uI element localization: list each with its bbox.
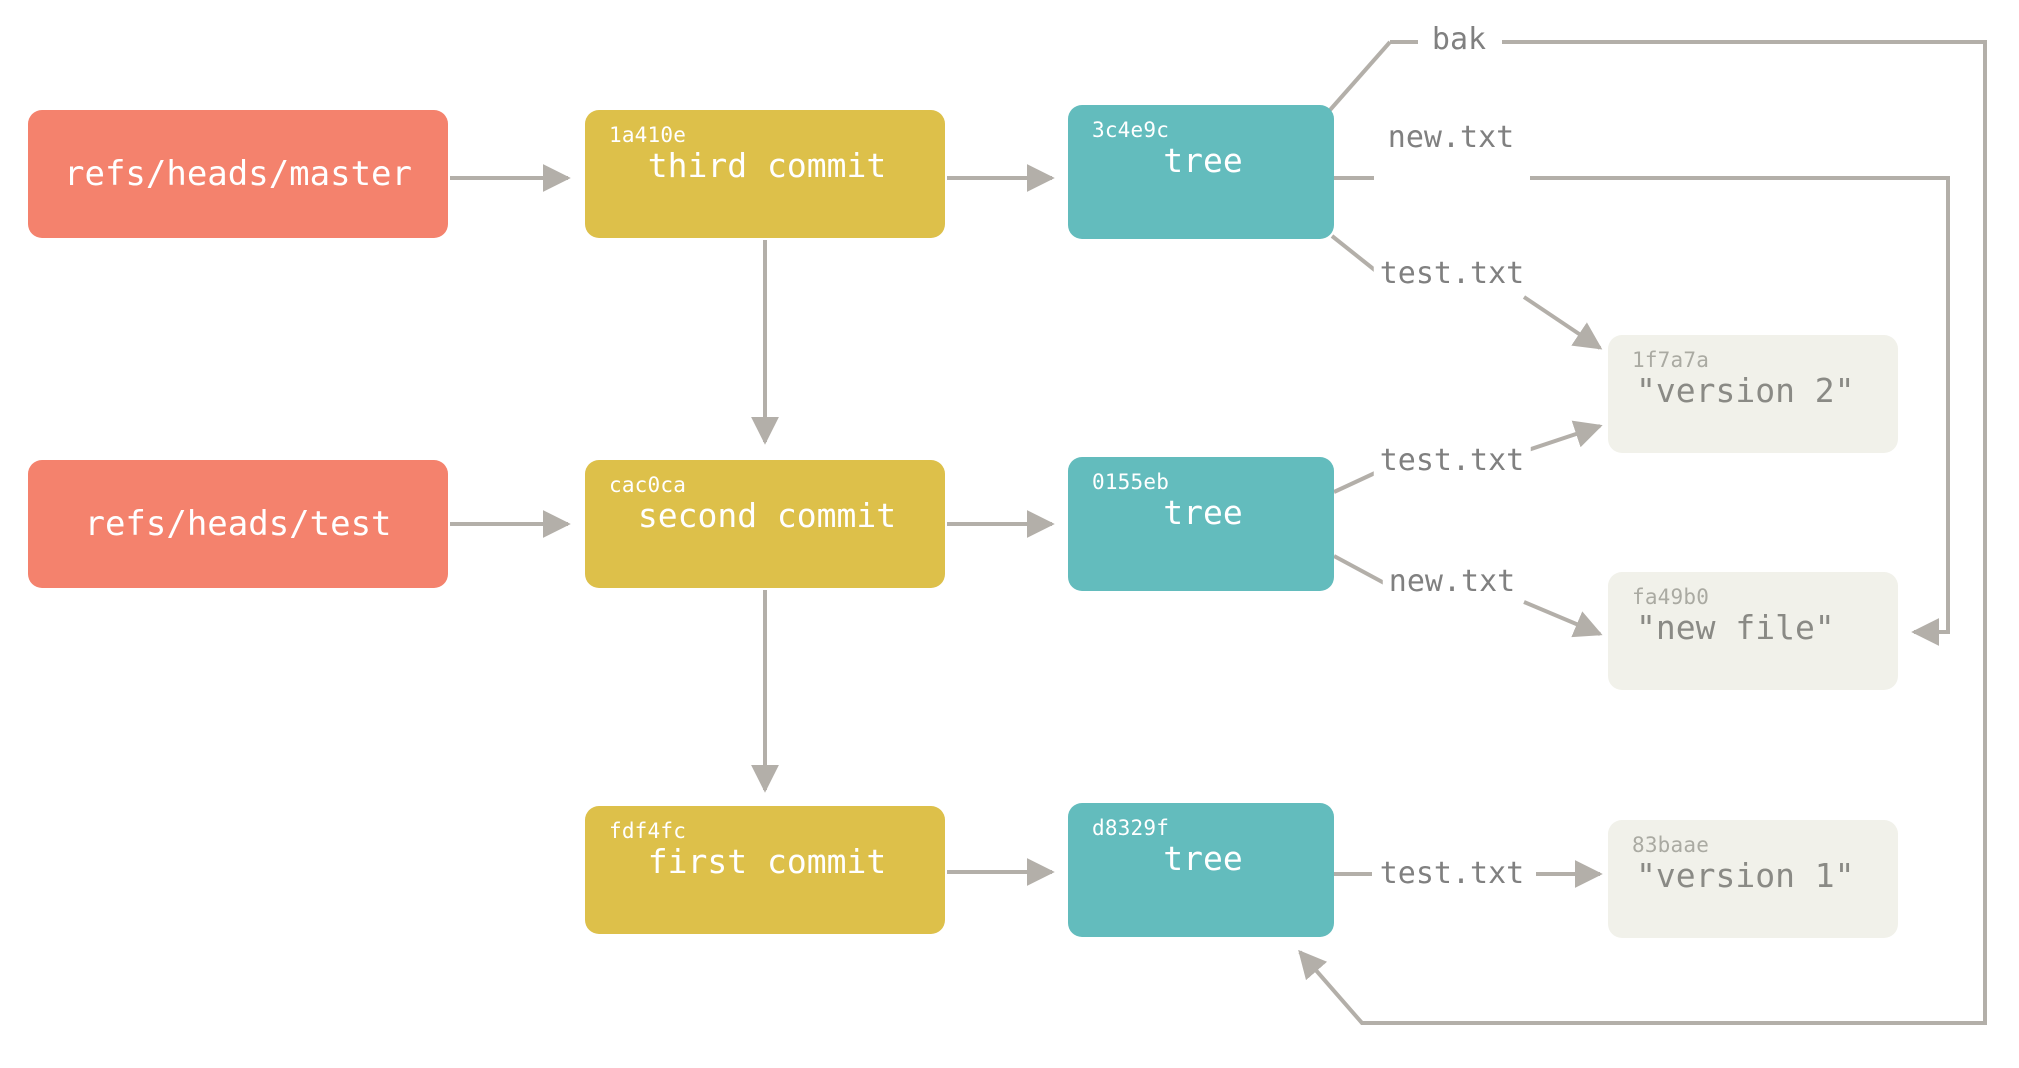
node-blob-1f7a7a[interactable]: 1f7a7a "version 2" [1608,335,1898,453]
node-tree-3c4e9c[interactable]: 3c4e9c tree [1068,105,1334,239]
edge-label-test-txt-bottom: test.txt [1373,859,1531,889]
edge-testtxt-mid-b [1521,420,1603,454]
node-commit-third-hash: 1a410e [609,123,687,147]
node-commit-first-hash: fdf4fc [609,819,687,843]
edge-label-test-txt-mid: test.txt [1373,446,1531,476]
edge-bak-segment-a [1328,40,1392,112]
edge-newtxt-mid-b [1523,600,1603,638]
edge-newtxt-mid-a [1333,554,1387,586]
edge-label-new-txt-mid: new.txt [1382,567,1522,597]
node-blob-1f7a7a-label: "version 2" [1636,371,1855,411]
node-tree-d8329f-hash: d8329f [1092,816,1170,840]
edge-bak-segment-c [1298,40,1987,1025]
node-commit-third-label: third commit [647,146,887,186]
edge-testtxt-top-b [1522,295,1603,350]
node-blob-83baae-hash: 83baae [1632,833,1710,857]
node-blob-fa49b0-label: "new file" [1636,608,1835,648]
node-ref-test[interactable]: refs/heads/test [28,460,448,588]
node-tree-d8329f[interactable]: d8329f tree [1068,803,1334,937]
edge-label-bak: bak [1425,25,1493,55]
node-commit-second-label: second commit [637,496,897,536]
node-blob-83baae-label: "version 1" [1636,856,1855,896]
node-tree-3c4e9c-hash: 3c4e9c [1092,118,1170,142]
node-tree-3c4e9c-label: tree [1163,141,1243,181]
node-tree-0155eb-label: tree [1163,493,1243,533]
node-ref-test-label: refs/heads/test [84,503,392,544]
node-commit-second-hash: cac0ca [609,473,687,497]
node-tree-0155eb[interactable]: 0155eb tree [1068,457,1334,591]
node-commit-third[interactable]: 1a410e third commit [585,110,945,238]
node-blob-fa49b0[interactable]: fa49b0 "new file" [1608,572,1898,690]
node-ref-master[interactable]: refs/heads/master [28,110,448,238]
node-commit-second[interactable]: cac0ca second commit [585,460,945,588]
node-commit-first[interactable]: fdf4fc first commit [585,806,945,934]
edge-newtxt-top-b [1530,176,1950,646]
node-tree-d8329f-label: tree [1163,839,1243,879]
node-commit-first-label: first commit [647,842,887,882]
node-blob-fa49b0-hash: fa49b0 [1632,585,1710,609]
node-tree-0155eb-hash: 0155eb [1092,470,1170,494]
edge-label-test-txt-top: test.txt [1373,259,1531,289]
node-blob-1f7a7a-hash: 1f7a7a [1632,348,1710,372]
edge-label-new-txt-top: new.txt [1381,123,1521,153]
node-ref-master-label: refs/heads/master [64,153,412,194]
node-blob-83baae[interactable]: 83baae "version 1" [1608,820,1898,938]
